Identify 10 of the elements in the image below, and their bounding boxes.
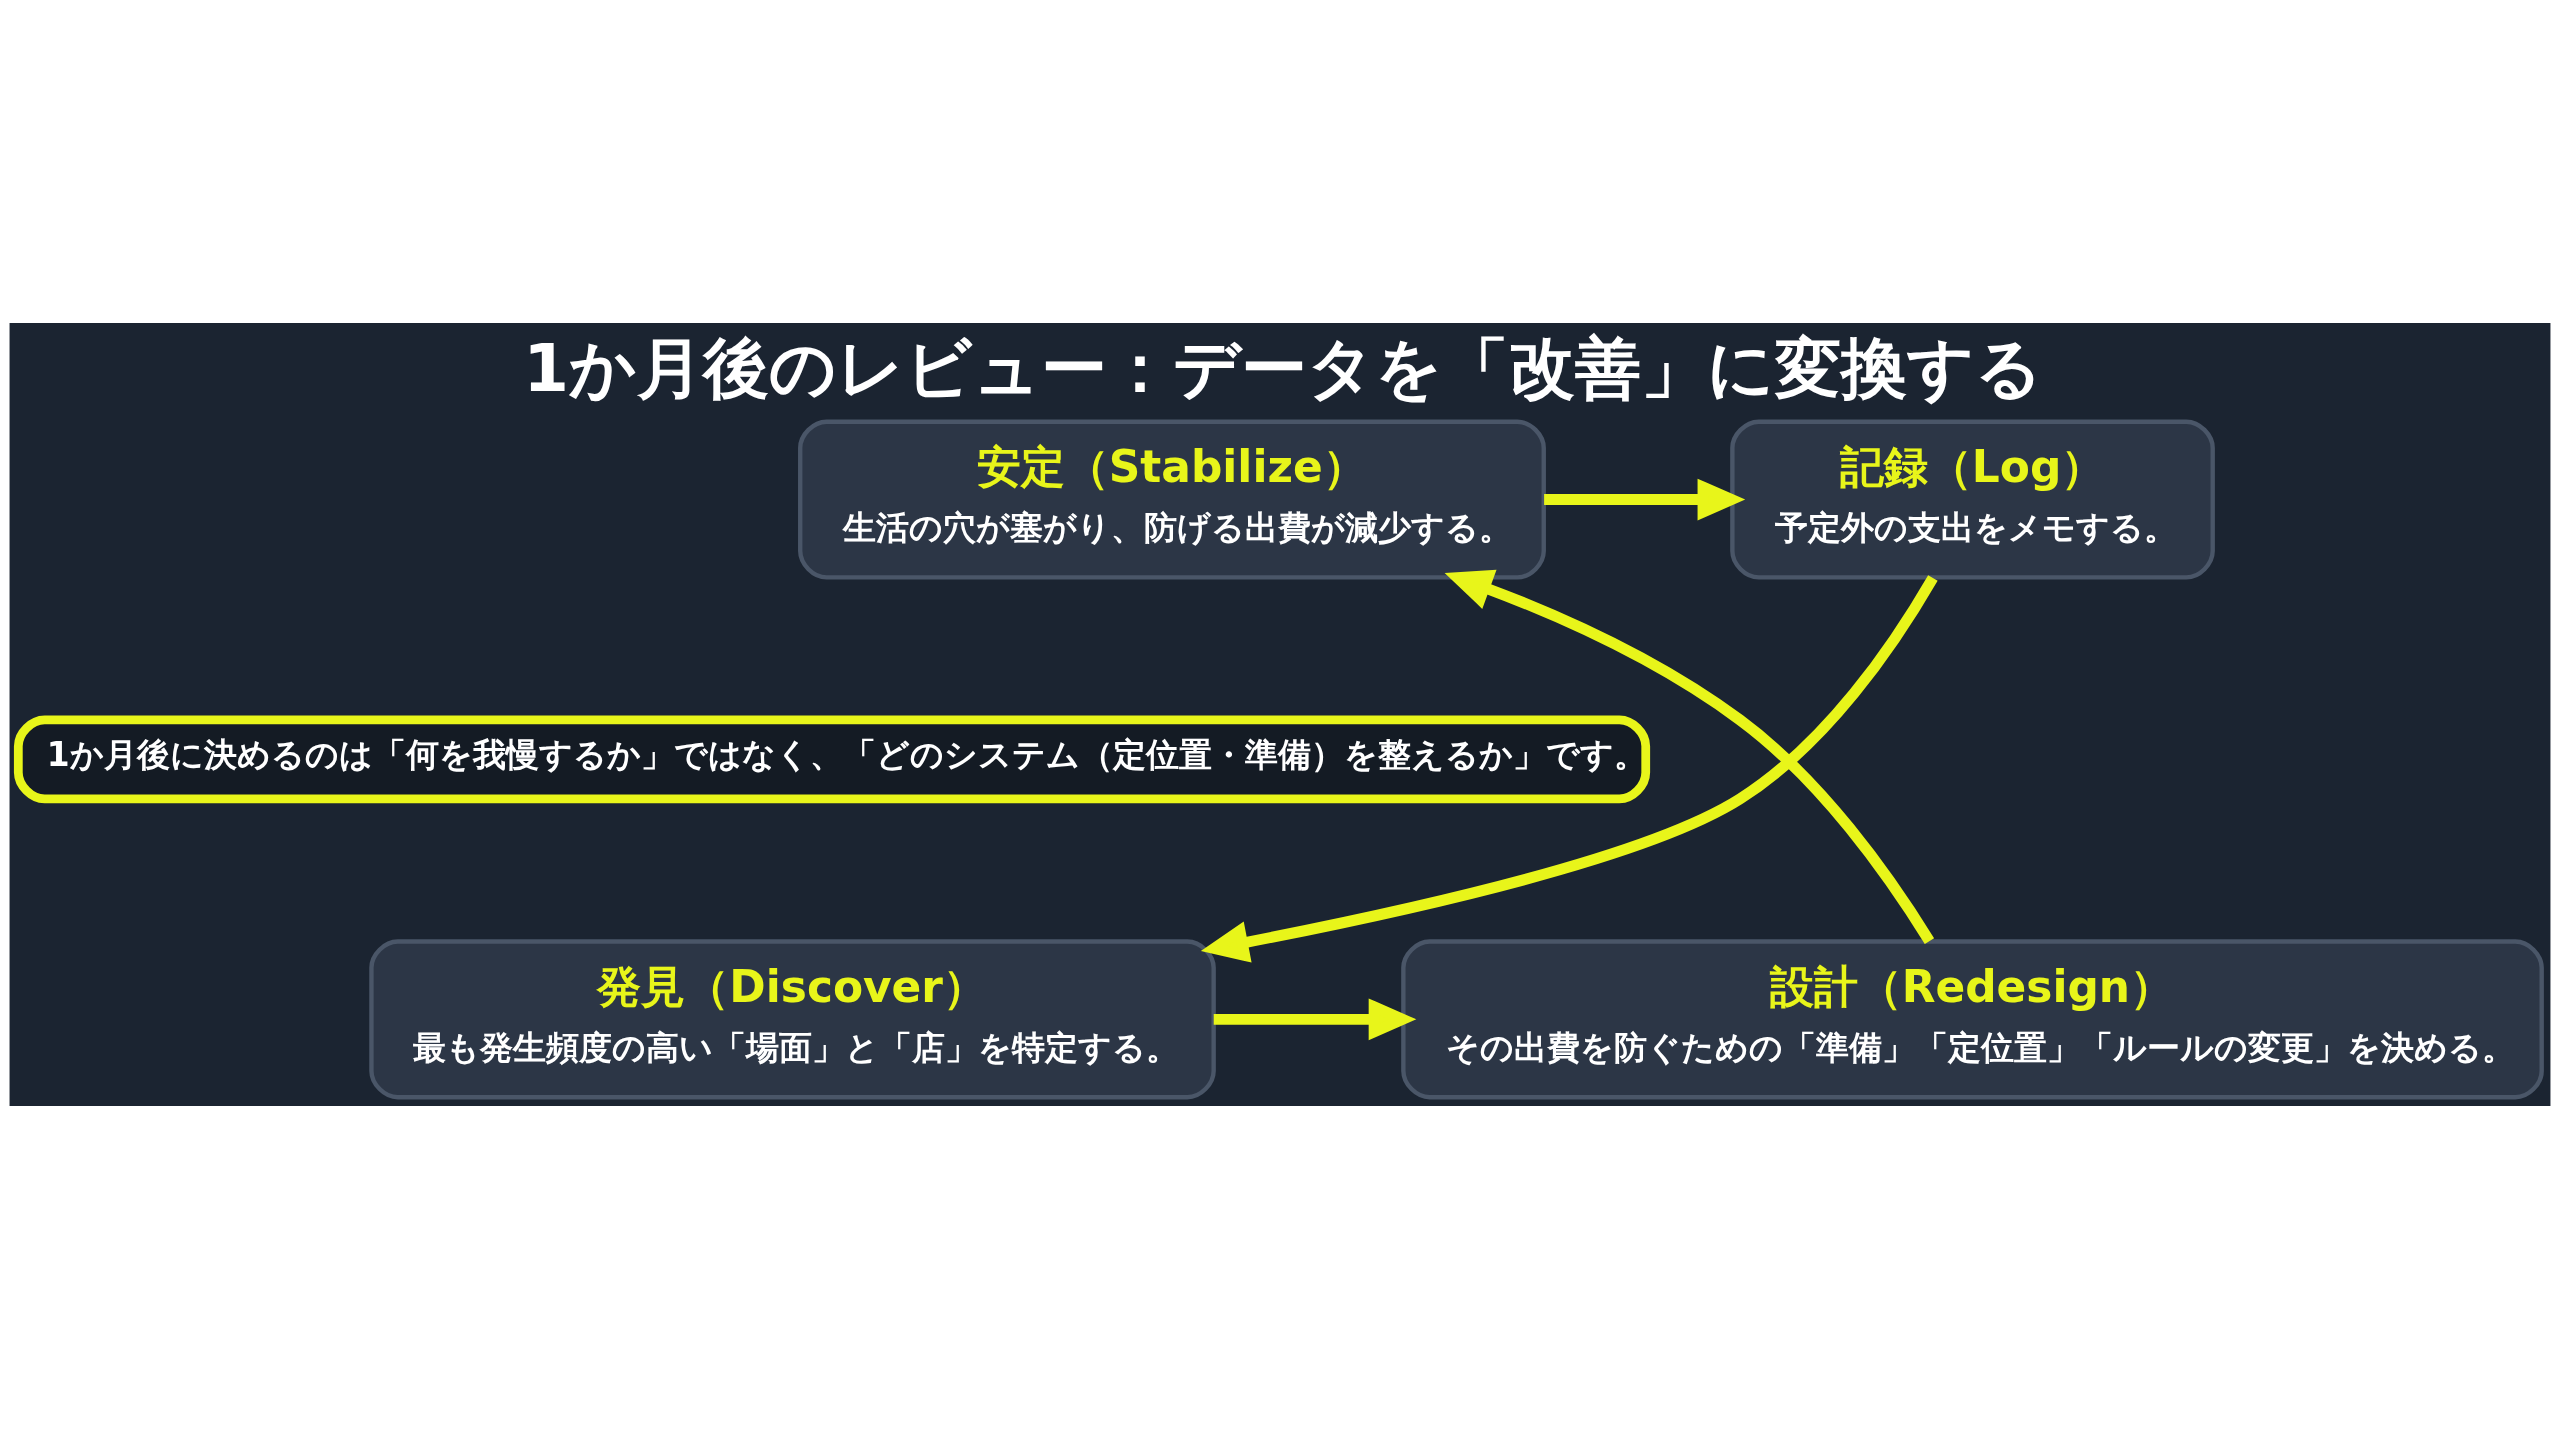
arrow [1213,998,1417,1041]
arrow [1544,478,1746,521]
node-box: 発見（Discover） 最も発生頻度の高い「場面」と「店」を特定する。 [369,939,1216,1100]
arrow [1200,575,1938,963]
node-box: 記録（Log） 予定外の支出をメモする。 [1730,419,2215,580]
node-box: 安定（Stabilize） 生活の穴が塞がり、防げる出費が減少する。 [798,419,1546,580]
node-box: 設計（Redesign） その出費を防ぐための「準備」「定位置」「ルールの変更」を決める。 [1401,939,2544,1100]
arrow [1444,569,1935,945]
diagram-title: 1か月後のレビュー：データを「改善」に変換する [523,329,2044,407]
node-box: 1か月後に決めるのは「何を我慢するか」ではなく、「どのシステム（定位置・準備）を整えるか」です。 [13,715,1651,804]
